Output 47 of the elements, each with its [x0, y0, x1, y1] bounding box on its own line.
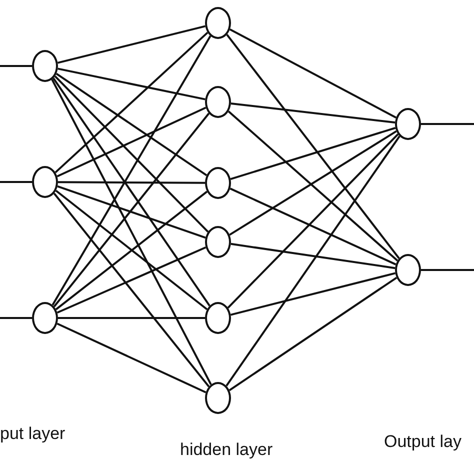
connection-line: [230, 126, 396, 180]
connection-line: [229, 130, 397, 236]
neuron-circle: [32, 50, 58, 82]
connection-line: [52, 35, 212, 306]
neuron-circle: [205, 7, 231, 39]
connection-line: [0, 65, 32, 67]
neuron-circle: [205, 226, 231, 258]
neuron-circle: [32, 166, 58, 198]
connection-line: [228, 276, 398, 392]
neuron-circle: [395, 254, 421, 286]
connection-line: [227, 134, 399, 308]
connection-line: [54, 32, 208, 174]
connection-line: [421, 269, 474, 271]
neuron-circle: [205, 167, 231, 199]
layer-label: hidden layer: [180, 440, 273, 460]
connection-line: [51, 79, 212, 385]
layer-label: put layer: [0, 424, 66, 444]
neuron-circle: [32, 302, 58, 334]
connection-line: [421, 123, 474, 125]
connection-line: [54, 76, 209, 232]
connection-line: [57, 185, 206, 239]
connection-line: [226, 136, 400, 386]
connection-line: [0, 317, 32, 319]
connection-line: [58, 181, 205, 184]
connection-line: [56, 106, 206, 178]
connection-line: [229, 28, 397, 119]
neuron-circle: [205, 86, 231, 118]
connection-line: [230, 242, 396, 270]
connection-line: [226, 34, 400, 259]
neuron-circle: [395, 108, 421, 140]
connection-line: [58, 317, 205, 319]
connection-line: [0, 181, 32, 183]
connection-line: [230, 272, 396, 316]
connection-line: [56, 72, 208, 176]
connection-line: [53, 112, 210, 308]
neuron-circle: [205, 382, 231, 414]
neuron-circle: [205, 302, 231, 334]
connection-line: [56, 246, 206, 314]
connection-line: [58, 68, 206, 100]
connection-line: [230, 102, 396, 124]
layer-label: Output lay: [384, 432, 462, 452]
connection-line: [230, 188, 396, 266]
connection-line: [58, 25, 206, 64]
connection-line: [56, 322, 206, 394]
connection-line: [52, 78, 210, 306]
connection-line: [228, 110, 398, 262]
connection-line: [53, 192, 210, 388]
